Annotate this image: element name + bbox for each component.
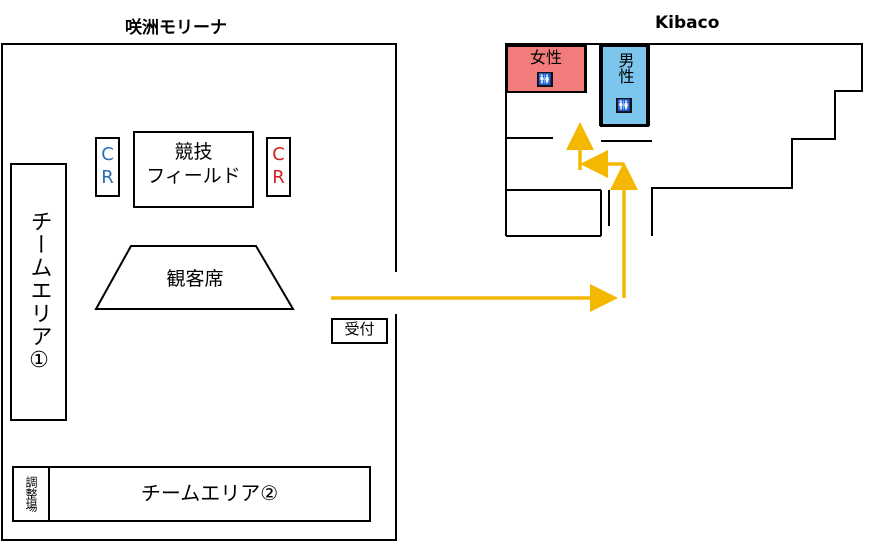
annex-title: Kibaco (655, 13, 720, 33)
field-label: 競技 フィールド (146, 141, 241, 187)
cr-right-label: CR (268, 144, 289, 190)
team-area-2 (48, 466, 371, 522)
team-area-2-label: チームエリア② (140, 481, 279, 505)
men-restroom-label: 男性 (601, 52, 648, 89)
competition-field (133, 131, 254, 208)
reception-label: 受付 (344, 320, 375, 338)
men-restroom-text: 男性 (615, 52, 635, 84)
cr-left: CR (95, 137, 120, 197)
seats-label: 観客席 (166, 268, 224, 290)
restroom-icon: 🚻 (537, 72, 553, 87)
team-area-1-label: チームエリア① (26, 210, 52, 374)
adjust-area-label: 調整場 (24, 476, 38, 512)
cr-left-label: CR (97, 144, 118, 190)
team-area-1: チームエリア① (10, 163, 67, 421)
cr-right: CR (266, 137, 291, 197)
reception-desk (331, 318, 388, 344)
women-restroom-label: 女性 (529, 48, 562, 67)
restroom-icon: 🚻 (616, 98, 632, 113)
women-restroom (506, 45, 586, 93)
venue-title: 咲洲モリーナ (125, 18, 227, 38)
